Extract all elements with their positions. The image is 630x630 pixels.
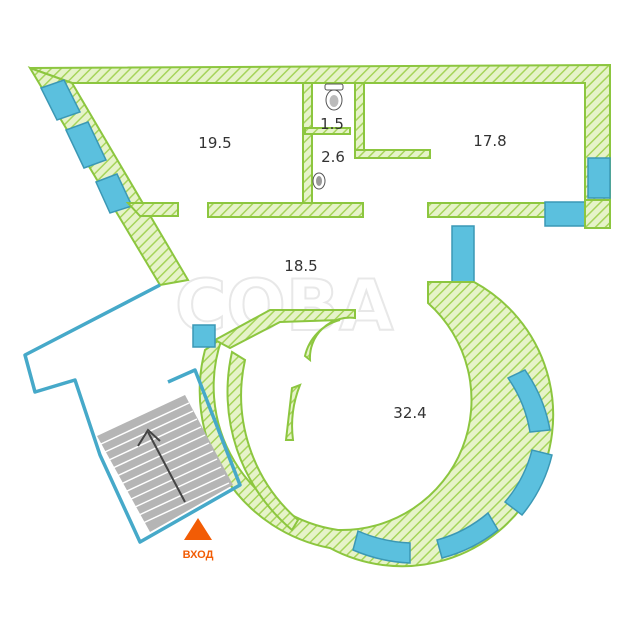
window [436, 511, 499, 559]
round-room-wall [198, 281, 555, 568]
room-label-18-5: 18.5 [284, 257, 317, 275]
entrance-label: ВХОД [183, 549, 214, 561]
room-label-1-5: 1.5 [320, 115, 344, 133]
window [352, 529, 411, 564]
inner-partition [212, 309, 356, 532]
window [587, 157, 611, 199]
window [544, 201, 586, 227]
window [506, 369, 551, 433]
middle-wall [125, 202, 549, 218]
room-label-32-4: 32.4 [393, 404, 426, 422]
window [503, 449, 553, 517]
stairwell [23, 283, 242, 544]
window [192, 324, 216, 348]
sink-icon [312, 172, 326, 190]
room-label-2-6: 2.6 [321, 148, 345, 166]
window [64, 121, 108, 169]
toilet-icon [324, 83, 344, 111]
room-label-19-5: 19.5 [198, 134, 231, 152]
left-slanted-wall [27, 66, 190, 287]
bathroom-walls [302, 82, 431, 204]
entrance-marker-icon [184, 518, 212, 540]
window [451, 225, 475, 283]
stair-arrow-icon [137, 428, 186, 503]
window [39, 79, 82, 121]
room-label-17-8: 17.8 [473, 132, 506, 150]
